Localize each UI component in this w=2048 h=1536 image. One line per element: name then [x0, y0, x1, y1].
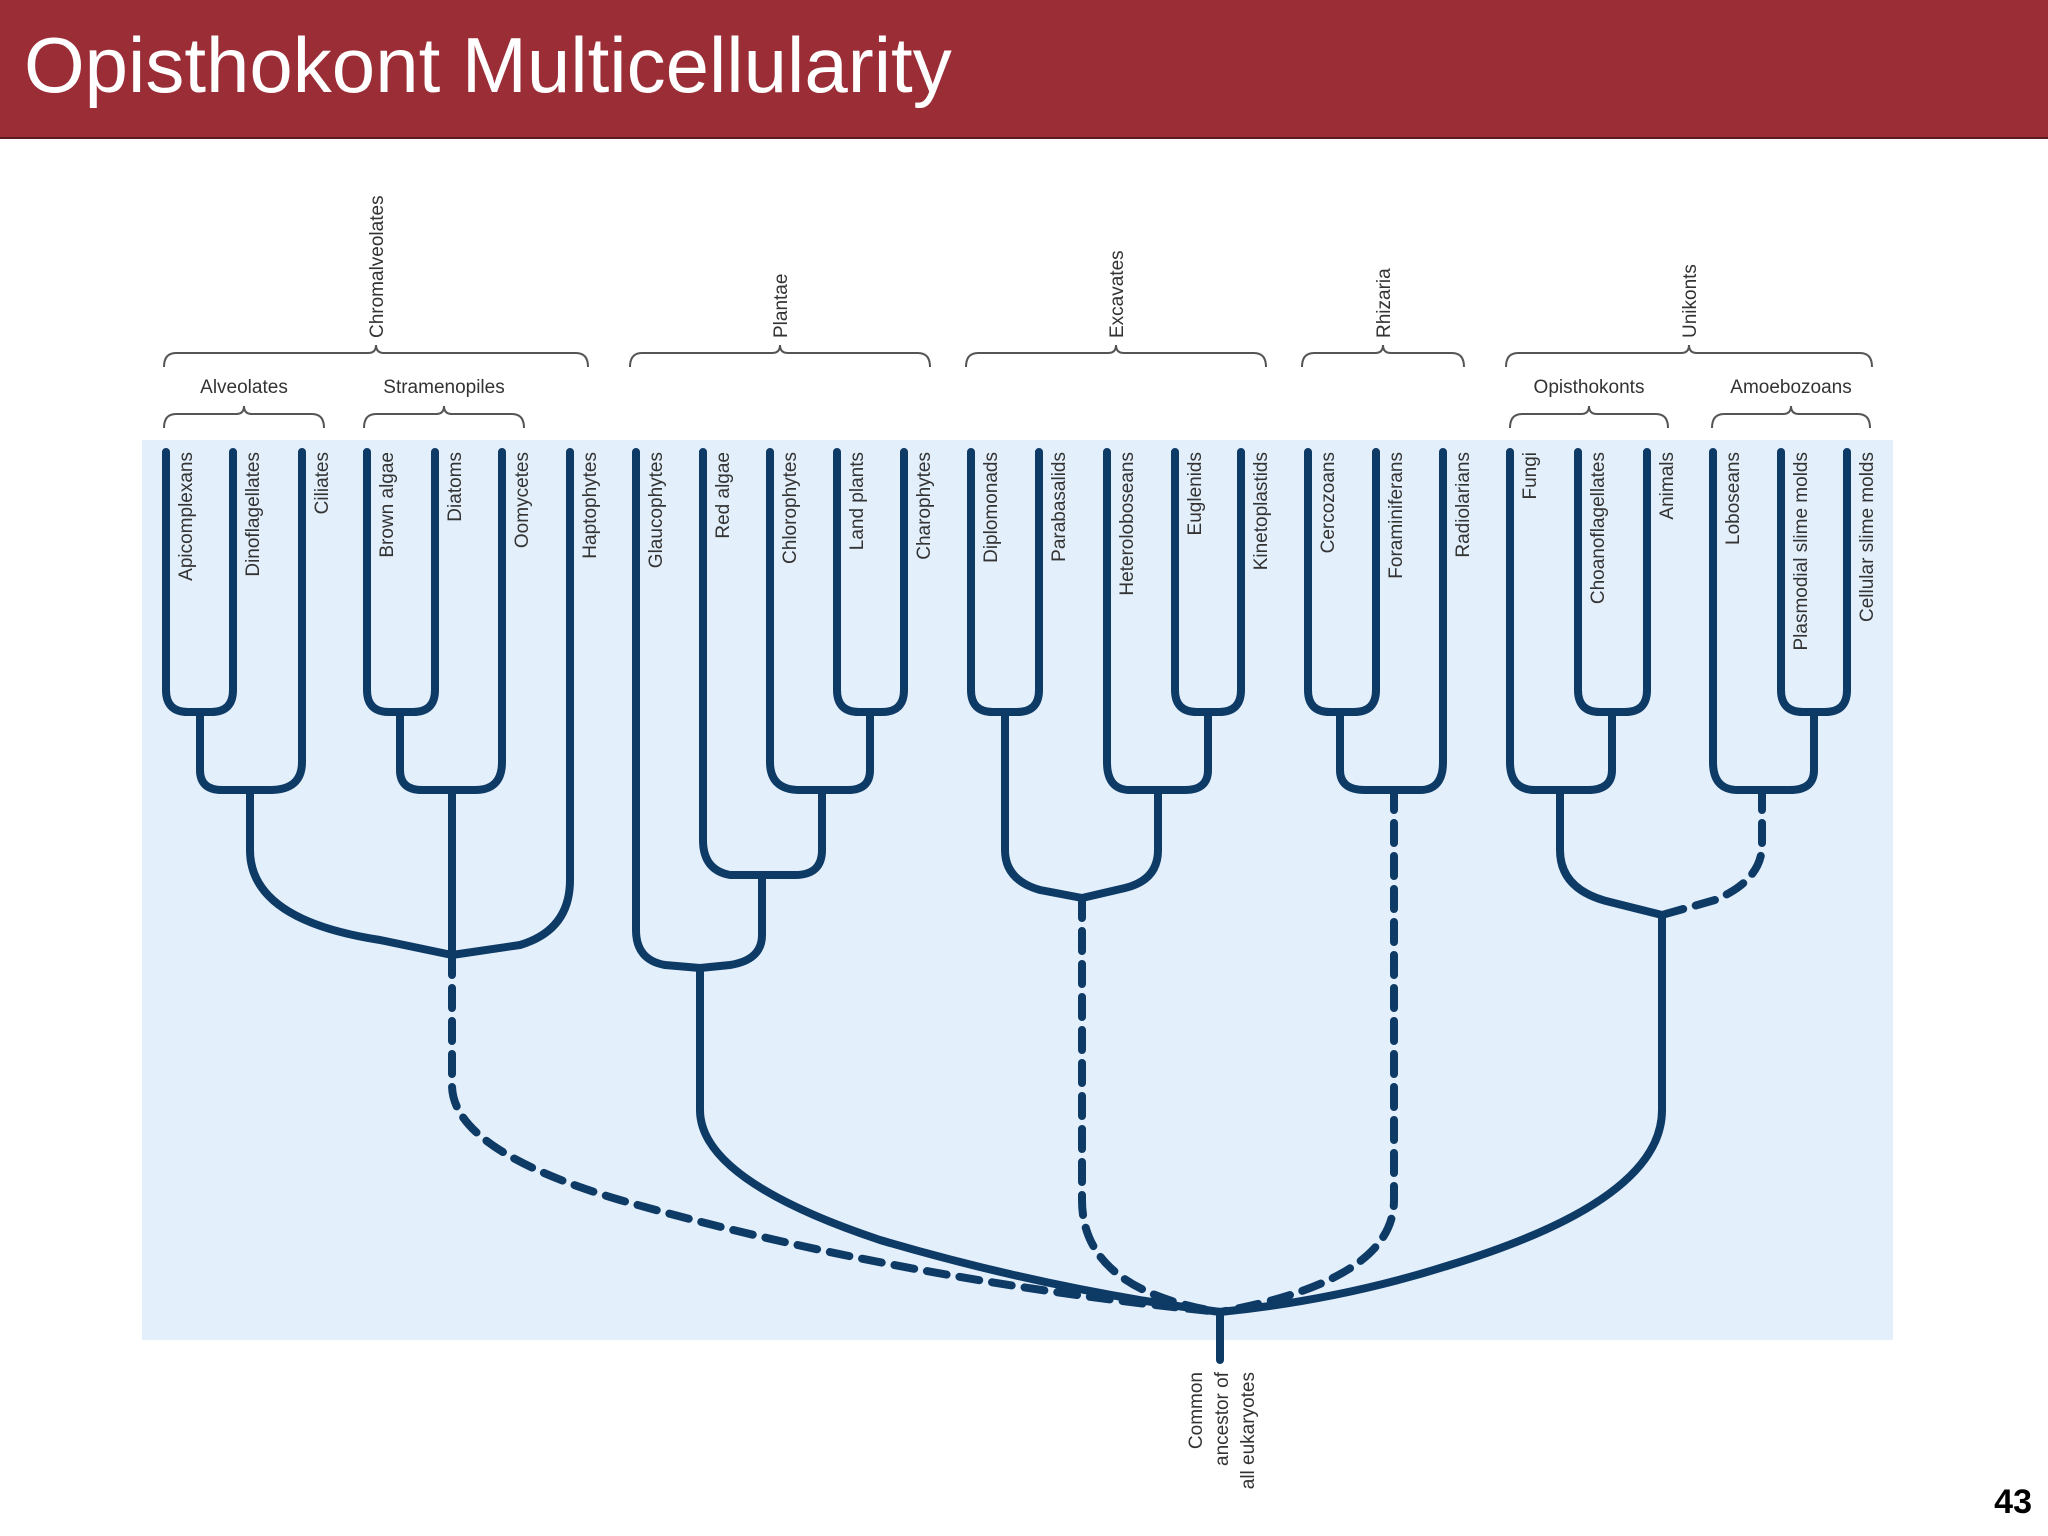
branch-ciliates — [246, 448, 306, 794]
subgroup-label-alveolates: Alveolates — [200, 377, 288, 398]
taxon-label: Radiolarians — [1453, 452, 1474, 558]
node-eugl-kineto-left — [1171, 448, 1212, 716]
bracket-rhizaria — [1301, 344, 1465, 368]
branch-haptophytes — [448, 448, 574, 959]
bracket-amoebozoans — [1711, 405, 1871, 429]
root-label-line: ancestor of — [1212, 1371, 1233, 1466]
branch-opisthokonts — [1556, 786, 1666, 919]
node-apico-dino-left — [162, 448, 204, 716]
branch-str-inner — [396, 708, 456, 794]
node-eugl-kineto-right — [1204, 448, 1245, 716]
taxon-label: Diatoms — [445, 452, 466, 522]
bracket-opisthokonts — [1509, 405, 1669, 429]
branch-chlorophytes — [766, 448, 826, 794]
branch-heterolob — [1103, 448, 1162, 794]
node-cerco-foram-left — [1304, 448, 1344, 716]
subgroup-label-amoebozoans: Amoebozoans — [1730, 377, 1851, 398]
taxon-label: Land plants — [847, 452, 868, 550]
taxon-label: Diplomonads — [981, 452, 1002, 563]
taxon-label: Heteroloboseans — [1117, 452, 1138, 596]
bracket-unikonts — [1505, 344, 1873, 368]
supergroup-label-excavates: Excavates — [1107, 250, 1128, 338]
node-apico-dino-right — [196, 448, 237, 716]
taxon-label: Euglenids — [1185, 452, 1206, 535]
node-cerco-foram-right — [1336, 448, 1380, 716]
subgroup-label-stramenopiles: Stramenopiles — [383, 377, 504, 398]
bracket-alveolates — [163, 405, 325, 429]
node-slime-molds-left — [1777, 448, 1818, 716]
page-number: 43 — [1994, 1483, 2032, 1521]
taxon-label: Brown algae — [377, 452, 398, 558]
branch-plantae-stem — [696, 964, 1224, 1316]
supergroup-label-unikonts: Unikonts — [1680, 264, 1701, 338]
taxon-label: Cellular slime molds — [1857, 452, 1878, 622]
branch-red-algae — [699, 448, 766, 879]
branch-green-inner — [818, 708, 874, 794]
taxon-label: Glaucophytes — [646, 452, 667, 568]
node-brown-diatoms-right — [396, 448, 439, 716]
taxon-label: Cercozoans — [1318, 452, 1339, 553]
supergroup-label-chromalveolates: Chromalveolates — [367, 195, 388, 338]
slide-title: Opisthokont Multicellularity — [24, 21, 952, 109]
supergroup-label-plantae: Plantae — [771, 274, 792, 338]
root-label-line: all eukaryotes — [1238, 1372, 1259, 1489]
taxon-label: Ciliates — [312, 452, 333, 514]
node-slime-molds-right — [1810, 448, 1851, 716]
node-land-charo-right — [866, 448, 908, 716]
supergroup-label-rhizaria: Rhizaria — [1374, 268, 1395, 338]
title-bar: Opisthokont Multicellularity — [0, 0, 2048, 139]
bracket-plantae — [629, 344, 931, 368]
branch-oomycetes — [448, 448, 506, 794]
taxon-label: Fungi — [1520, 452, 1541, 500]
branch-excavates-stem — [1078, 894, 1224, 1316]
taxon-label: Loboseans — [1723, 452, 1744, 545]
node-choano-animals-right — [1608, 448, 1651, 716]
branch-loboseans — [1709, 448, 1766, 794]
node-choano-animals-left — [1574, 448, 1616, 716]
branch-green — [758, 786, 826, 879]
node-diplo-para-left — [967, 448, 1009, 716]
node-land-charo-left — [833, 448, 874, 716]
branch-rhiz-inner — [1336, 708, 1398, 794]
bracket-stramenopiles — [363, 405, 525, 429]
branch-fungi — [1506, 448, 1564, 794]
branch-diplo-para-stem — [1001, 708, 1086, 902]
branch-chromalveolates-stem — [448, 951, 1224, 1316]
taxon-label: Parabasalids — [1049, 452, 1070, 562]
bracket-excavates — [965, 344, 1267, 368]
taxon-label: Apicomplexans — [176, 452, 197, 581]
taxon-label: Chlorophytes — [780, 452, 801, 564]
taxon-label: Choanoflagellates — [1588, 452, 1609, 604]
branch-holozoa — [1556, 708, 1616, 794]
taxon-label: Charophytes — [914, 452, 935, 560]
branch-amoebozoans — [1658, 786, 1766, 919]
node-brown-diatoms-left — [363, 448, 404, 716]
branch-unikonts-stem — [1216, 911, 1666, 1316]
taxon-label: Haptophytes — [580, 452, 601, 559]
branch-euglenozoa — [1154, 708, 1212, 794]
bracket-chromalveolates — [163, 344, 589, 368]
root-label-line: Common — [1186, 1372, 1207, 1449]
taxon-label: Plasmodial slime molds — [1791, 452, 1812, 651]
tree-panel — [142, 440, 1893, 1340]
taxon-label: Animals — [1657, 452, 1678, 520]
branch-mycetozoa — [1758, 708, 1818, 794]
branch-radiolarians — [1390, 448, 1447, 794]
subgroup-label-opisthokonts: Opisthokonts — [1534, 377, 1645, 398]
branch-glaucophytes — [632, 448, 704, 972]
taxon-label: Foraminiferans — [1386, 452, 1407, 579]
branch-alv-inner — [196, 708, 254, 794]
branch-red-green — [696, 871, 766, 972]
node-diplo-para-right — [1001, 448, 1043, 716]
branch-alveolates — [246, 786, 456, 959]
taxon-label: Kinetoplastids — [1251, 452, 1272, 570]
taxon-label: Red algae — [713, 452, 734, 539]
taxon-label: Dinoflagellates — [243, 452, 264, 577]
branch-disc-stem — [1078, 786, 1162, 902]
taxon-label: Oomycetes — [512, 452, 533, 548]
